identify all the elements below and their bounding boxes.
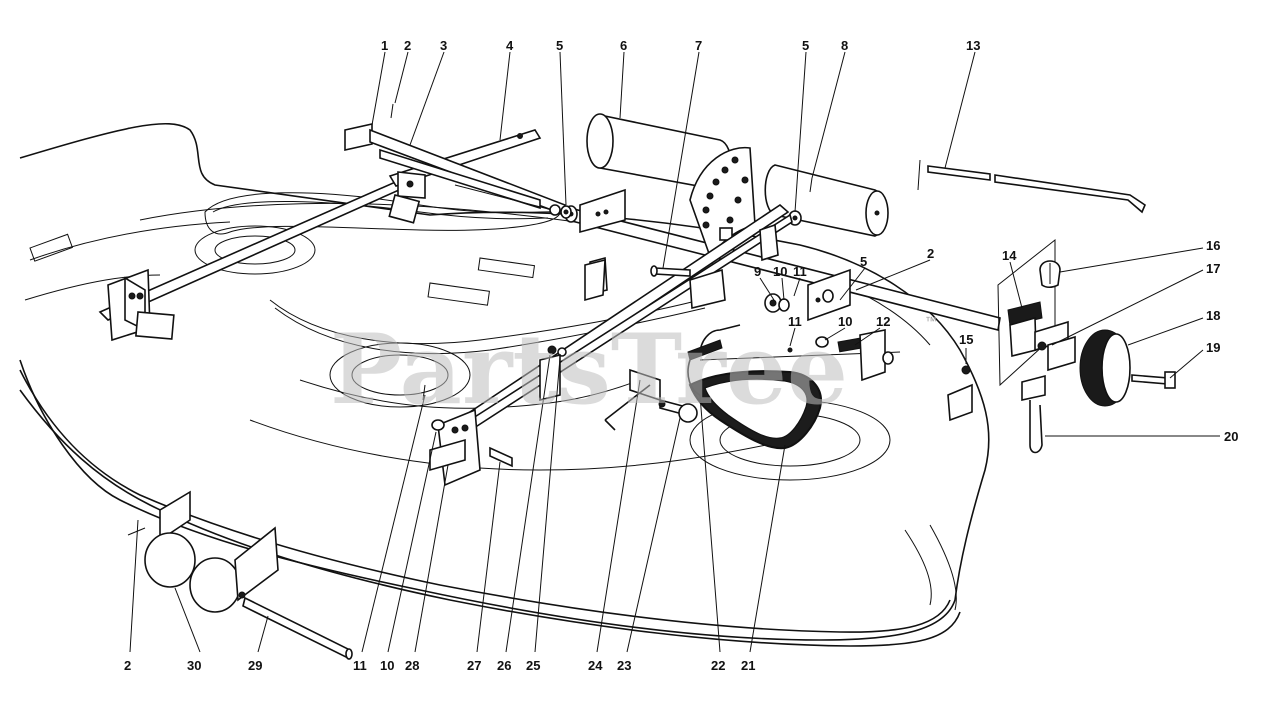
callout-21: 21: [741, 658, 755, 673]
callout-9: 9: [754, 264, 761, 279]
callout-29: 29: [248, 658, 262, 673]
callout-2: 2: [404, 38, 411, 53]
front-axle-bar: [917, 159, 1146, 214]
callout-8: 8: [841, 38, 848, 53]
callout-5: 5: [860, 254, 867, 269]
adjusting-rod: [604, 368, 661, 431]
callout-14: 14: [1002, 248, 1017, 263]
callout-labels: 1 2 3 4 5 6 7 5 8 13 16 14 17 2 5 9 10 1…: [124, 38, 1238, 673]
small-hardware: [422, 205, 606, 431]
callout-20: 20: [1224, 429, 1238, 444]
callout-28: 28: [405, 658, 419, 673]
control-cable: [687, 324, 741, 396]
gauge-wheel-assembly: [947, 238, 1176, 454]
callout-16: 16: [1206, 238, 1220, 253]
callout-22: 22: [711, 658, 725, 673]
drive-belt: [688, 370, 822, 450]
callout-11: 11: [793, 264, 807, 279]
callout-25: 25: [526, 658, 540, 673]
callout-18: 18: [1206, 308, 1220, 323]
callout-1: 1: [381, 38, 388, 53]
front-anti-scalp-rollers: [127, 490, 353, 660]
callout-15: 15: [959, 332, 973, 347]
callout-13: 13: [966, 38, 980, 53]
callout-11: 11: [353, 658, 367, 673]
callout-23: 23: [617, 658, 631, 673]
callout-3: 3: [440, 38, 447, 53]
callout-26: 26: [497, 658, 511, 673]
callout-24: 24: [588, 658, 603, 673]
callout-11: 11: [788, 314, 802, 329]
callout-30: 30: [187, 658, 201, 673]
callout-10: 10: [773, 264, 787, 279]
callout-2: 2: [124, 658, 131, 673]
callout-10: 10: [380, 658, 394, 673]
gauge-roller-shaft: [564, 113, 1001, 331]
callout-2: 2: [927, 246, 934, 261]
right-shaft-bracket: [764, 268, 851, 322]
callout-10: 10: [838, 314, 852, 329]
callout-5: 5: [802, 38, 809, 53]
carriage-bolt: [658, 398, 698, 423]
callout-6: 6: [620, 38, 627, 53]
callout-5: 5: [556, 38, 563, 53]
callout-27: 27: [467, 658, 481, 673]
callout-19: 19: [1206, 340, 1220, 355]
watermark-text: PartsTree: [330, 313, 848, 426]
callout-17: 17: [1206, 261, 1220, 276]
rear-lift-link-assembly: [98, 129, 542, 342]
watermark-trademark: ™: [925, 314, 937, 328]
callout-7: 7: [695, 38, 702, 53]
callout-12: 12: [876, 314, 890, 329]
callout-4: 4: [506, 38, 514, 53]
watermark: PartsTree ™: [330, 313, 937, 426]
leader-lines: [129, 51, 1220, 653]
spring-assembly: [699, 329, 901, 382]
